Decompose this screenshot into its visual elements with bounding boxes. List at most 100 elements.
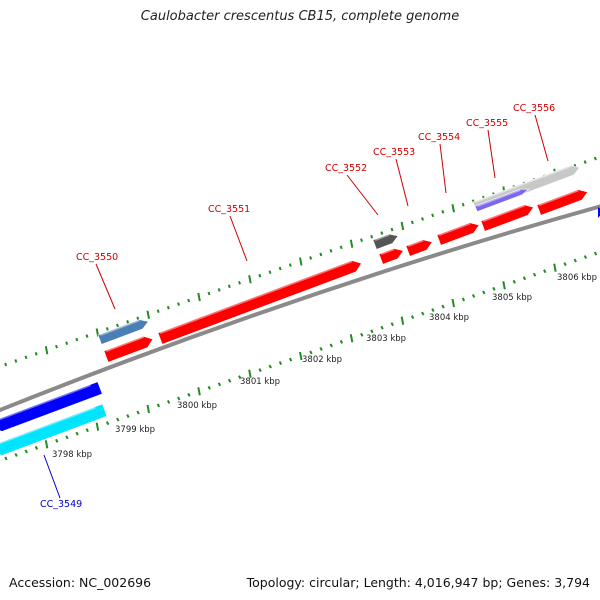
gene-leader-line — [395, 158, 409, 207]
gene-label: CC_3553 — [373, 147, 415, 158]
gene-CC_3549-blue-arrow — [0, 381, 103, 432]
scale-label: 3798 kbp — [52, 450, 92, 460]
outer-minor-tick — [238, 280, 241, 285]
outer-major-tick — [299, 257, 303, 266]
inner-minor-tick — [55, 438, 59, 443]
inner-major-tick — [95, 422, 100, 431]
scale-label: 3803 kbp — [366, 334, 406, 344]
inner-minor-tick — [593, 251, 598, 256]
genome-summary-text: Topology: circular; Length: 4,016,947 bp… — [246, 575, 590, 590]
gene-leader-line — [43, 454, 61, 499]
gene-CC_3552-arrow — [378, 248, 404, 265]
gene-label: CC_3556 — [513, 103, 555, 114]
gene-CC_3556-arrow — [536, 189, 589, 216]
inner-minor-tick — [522, 276, 527, 281]
outer-minor-tick — [380, 231, 384, 235]
inner-minor-tick — [238, 375, 242, 380]
outer-minor-tick — [116, 323, 119, 328]
outer-minor-tick — [14, 359, 18, 363]
inner-minor-tick — [187, 392, 191, 397]
inner-major-tick — [400, 316, 405, 325]
outer-minor-tick — [360, 238, 363, 243]
outer-minor-tick — [24, 355, 28, 360]
inner-major-tick — [553, 263, 557, 272]
gene-CC_3550-steelblue-block — [97, 319, 149, 345]
outer-major-tick — [248, 275, 252, 284]
inner-minor-tick — [471, 293, 476, 298]
scale-label: 3801 kbp — [240, 377, 280, 387]
gene-label: CC_3555 — [466, 118, 508, 129]
outer-major-tick — [349, 239, 354, 248]
gene-CC_3553-arrow-shape — [405, 239, 433, 257]
inner-minor-tick — [166, 399, 171, 404]
outer-minor-tick — [156, 309, 160, 314]
inner-minor-tick — [136, 410, 140, 415]
outer-minor-tick — [85, 334, 89, 338]
inner-minor-tick — [532, 272, 537, 277]
inner-minor-tick — [461, 297, 466, 302]
outer-major-tick — [451, 204, 455, 213]
gene-CC_3555-arrow — [480, 204, 535, 232]
gene-leader-line — [346, 174, 379, 216]
inner-minor-tick — [319, 346, 323, 351]
inner-minor-tick — [34, 445, 39, 450]
gene-CC_3552-dark-block-shape — [372, 233, 399, 250]
outer-minor-tick — [105, 327, 109, 331]
feature-layer — [0, 165, 600, 456]
inner-minor-tick — [227, 378, 232, 383]
outer-minor-tick — [390, 227, 394, 232]
gene-light-gray-block-highlight — [474, 165, 572, 203]
gene-leader-line — [487, 129, 496, 179]
inner-minor-tick — [278, 361, 283, 366]
gene-CC_3550-arrow-highlight — [105, 336, 144, 352]
inner-minor-tick — [268, 364, 272, 369]
outer-minor-tick — [421, 217, 424, 221]
inner-minor-tick — [563, 262, 567, 267]
outer-minor-tick — [177, 302, 180, 306]
gene-CC_3556-arrow-highlight — [538, 189, 579, 206]
inner-minor-tick — [126, 414, 130, 419]
outer-minor-tick — [166, 305, 170, 310]
outer-minor-tick — [227, 284, 231, 289]
inner-major-tick — [299, 351, 303, 361]
gene-CC_3550-steelblue-block-highlight — [99, 319, 140, 336]
scale-label: 3805 kbp — [492, 293, 532, 303]
inner-major-tick — [451, 298, 455, 308]
outer-minor-tick — [126, 320, 130, 324]
inner-minor-tick — [14, 452, 18, 457]
gene-label: CC_3554 — [418, 132, 460, 143]
scale-label: 3799 kbp — [115, 425, 155, 435]
gene-CC_3556-arrow-shape — [536, 189, 589, 216]
outer-minor-tick — [431, 213, 435, 218]
inner-minor-tick — [65, 435, 69, 440]
gene-leader-line — [534, 114, 549, 162]
outer-minor-tick — [136, 316, 140, 321]
scale-label: 3804 kbp — [429, 313, 469, 323]
outer-minor-tick — [55, 344, 58, 349]
outer-major-tick — [400, 221, 405, 231]
inner-minor-tick — [85, 428, 89, 433]
gene-label: CC_3549 — [40, 499, 82, 510]
outer-minor-tick — [75, 337, 79, 342]
gene-CC_3553-arrow — [405, 239, 433, 257]
outer-minor-tick — [319, 252, 323, 257]
gene-slate-block-shape — [474, 188, 530, 213]
inner-minor-tick — [370, 329, 374, 334]
gene-CC_3550-arrow-shape — [103, 335, 154, 363]
inner-major-tick — [197, 387, 201, 396]
inner-major-tick — [44, 440, 49, 449]
inner-major-tick — [349, 334, 354, 343]
inner-minor-tick — [258, 368, 262, 373]
inner-major-tick — [146, 404, 150, 414]
gene-CC_3554-arrow — [436, 222, 480, 246]
gene-leader-line — [439, 143, 447, 194]
outer-minor-tick — [65, 341, 69, 345]
gene-CC_3554-arrow-shape — [436, 222, 480, 246]
outer-minor-tick — [583, 160, 587, 164]
gene-CC_3550-arrow — [103, 335, 154, 363]
inner-minor-tick — [4, 456, 8, 461]
inner-minor-tick — [492, 286, 496, 291]
inner-minor-tick — [583, 255, 588, 260]
